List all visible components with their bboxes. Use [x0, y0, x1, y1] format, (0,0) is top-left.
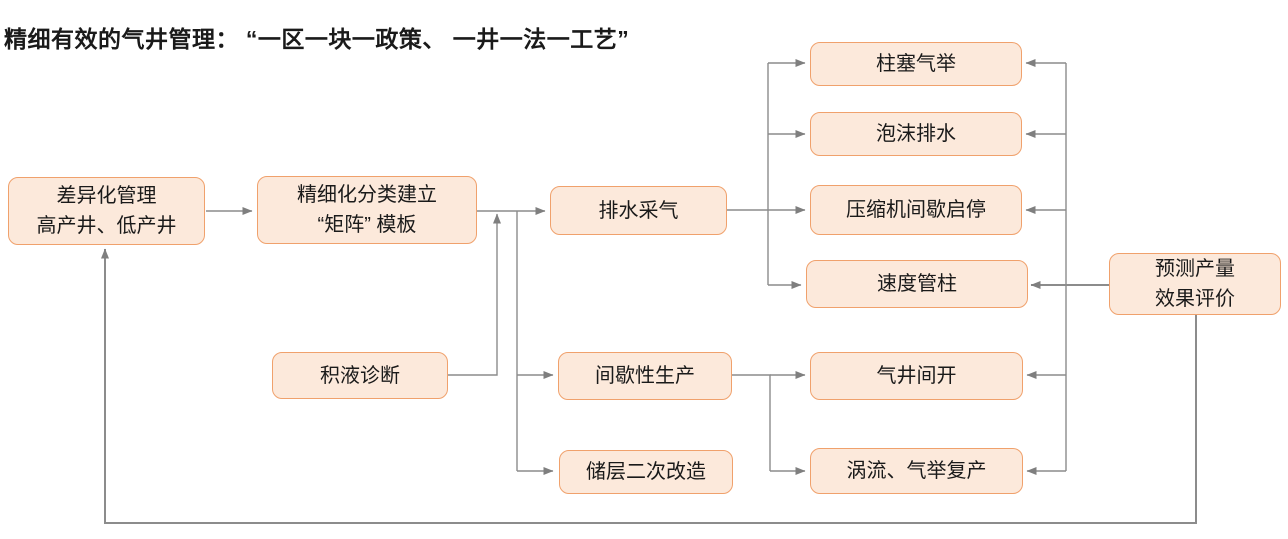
- node-velocity-string: 速度管柱: [806, 260, 1028, 308]
- node-intermittent-production: 间歇性生产: [558, 352, 732, 400]
- node-gas-well-intermittent-opening: 气井间开: [810, 352, 1023, 400]
- node-matrix-template: 精细化分类建立 “矩阵” 模板: [257, 176, 477, 244]
- node-differential-management: 差异化管理 高产井、低产井: [8, 177, 205, 245]
- node-reservoir-restimulation: 储层二次改造: [559, 450, 733, 494]
- node-plunger-gas-lift: 柱塞气举: [810, 42, 1022, 86]
- node-compressor-intermittent-startstop: 压缩机间歇启停: [810, 185, 1022, 235]
- node-prediction-evaluation: 预测产量 效果评价: [1109, 253, 1281, 315]
- node-foam-drainage: 泡沫排水: [810, 112, 1022, 156]
- node-vortex-gas-lift-restart: 涡流、气举复产: [810, 448, 1023, 494]
- node-liquid-loading-diagnosis: 积液诊断: [272, 352, 448, 399]
- node-drainage-gas-recovery: 排水采气: [550, 186, 727, 235]
- diagram-title: 精细有效的气井管理： “一区一块一政策、 一井一法一工艺”: [4, 26, 630, 52]
